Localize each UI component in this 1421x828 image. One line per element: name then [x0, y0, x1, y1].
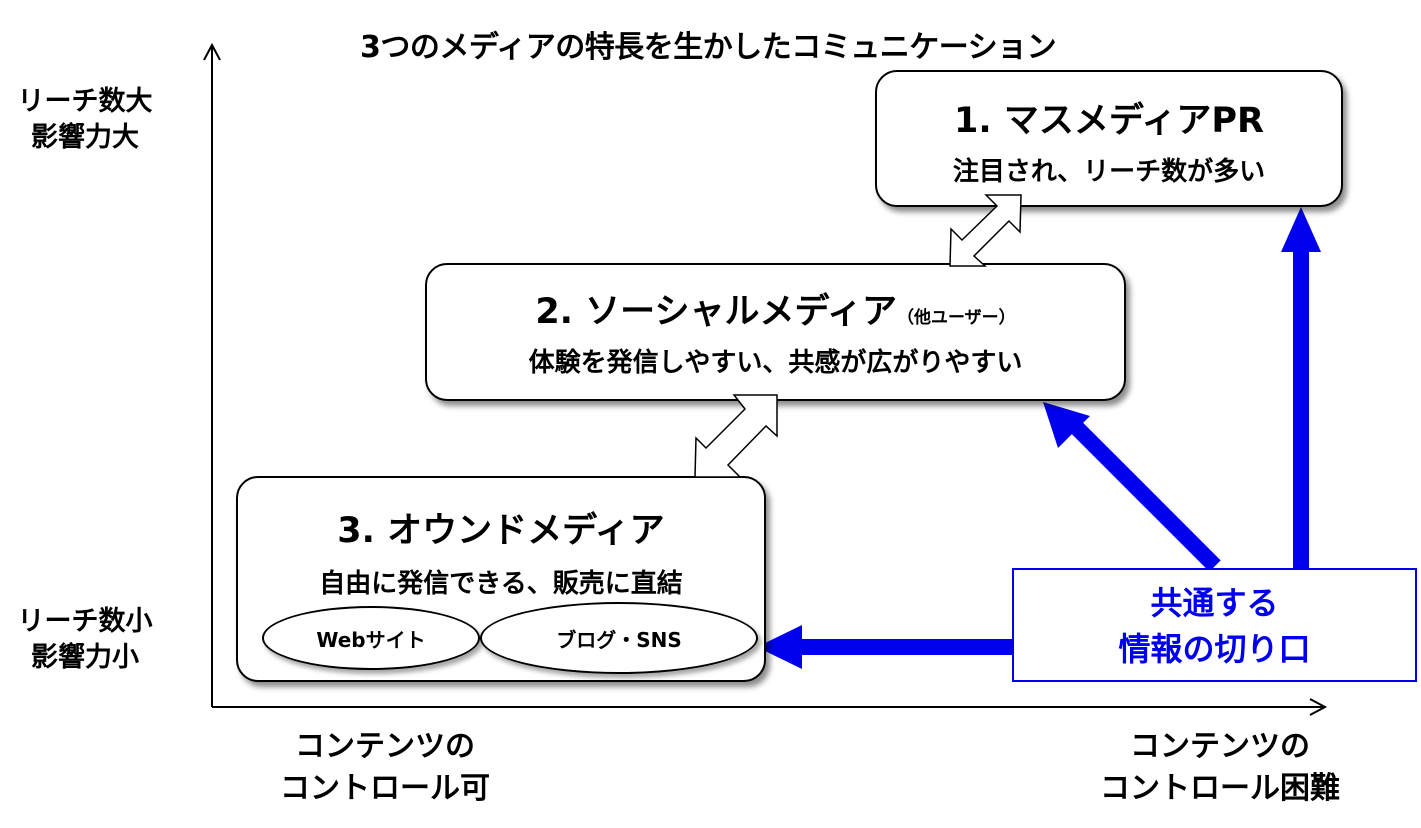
mass-media-heading: 1. マスメディアPR [954, 101, 1264, 141]
social-media-heading-row: 2. ソーシャルメディア（他ユーザー） [427, 283, 1124, 334]
social-media-description: 体験を発信しやすい、共感が広がりやすい [528, 348, 1023, 378]
arrow-to-social-media-icon [1043, 402, 1221, 572]
center-line-1: 共通する [1150, 584, 1279, 622]
owned-media-box: 3. オウンドメディア 自由に発信できる、販売に直結 Webサイト ブログ・SN… [236, 476, 766, 682]
social-media-heading: 2. ソーシャルメディア [535, 292, 897, 332]
channel-blog-sns: ブログ・SNS [480, 602, 758, 674]
common-information-angle-box: 共通する 情報の切り口 [1012, 568, 1417, 682]
x-axis-low-line-1: コンテンツの [295, 729, 475, 764]
x-axis-low-line-2: コントロール可 [280, 771, 490, 806]
mass-media-box: 1. マスメディアPR 注目され、リーチ数が多い [875, 70, 1343, 207]
social-media-note: （他ユーザー） [897, 308, 1016, 328]
y-axis-low-line-1: リーチ数小 [17, 606, 153, 637]
center-line-2: 情報の切り口 [1118, 630, 1311, 668]
y-axis-high-line-1: リーチ数大 [17, 86, 153, 117]
x-axis-high-line-1: コンテンツの [1130, 729, 1310, 764]
x-axis-low-label: コンテンツの コントロール可 [225, 726, 545, 810]
channel-website: Webサイト [262, 606, 480, 670]
owned-media-description: 自由に発信できる、販売に直結 [319, 569, 683, 599]
social-media-box: 2. ソーシャルメディア（他ユーザー） 体験を発信しやすい、共感が広がりやすい [425, 263, 1126, 401]
owned-media-heading: 3. オウンドメディア [337, 511, 665, 551]
x-axis-high-label: コンテンツの コントロール困難 [1040, 726, 1400, 810]
diagram-title: 3つのメディアの特長を生かしたコミュニケーション [360, 30, 1057, 65]
y-axis-low-label: リーチ数小 影響力小 [0, 604, 170, 676]
y-axis-low-line-2: 影響力小 [31, 642, 139, 673]
x-axis-high-line-2: コントロール困難 [1100, 771, 1340, 806]
arrow-to-mass-media-icon [1281, 207, 1321, 570]
x-axis-arrowhead-icon [1309, 698, 1328, 716]
y-axis-high-line-2: 影響力大 [31, 122, 139, 153]
arrow-to-owned-media-icon [757, 625, 1014, 669]
y-axis-high-label: リーチ数大 影響力大 [0, 84, 170, 156]
y-axis-arrowhead-icon [203, 42, 221, 61]
mass-media-description: 注目され、リーチ数が多い [952, 157, 1266, 187]
